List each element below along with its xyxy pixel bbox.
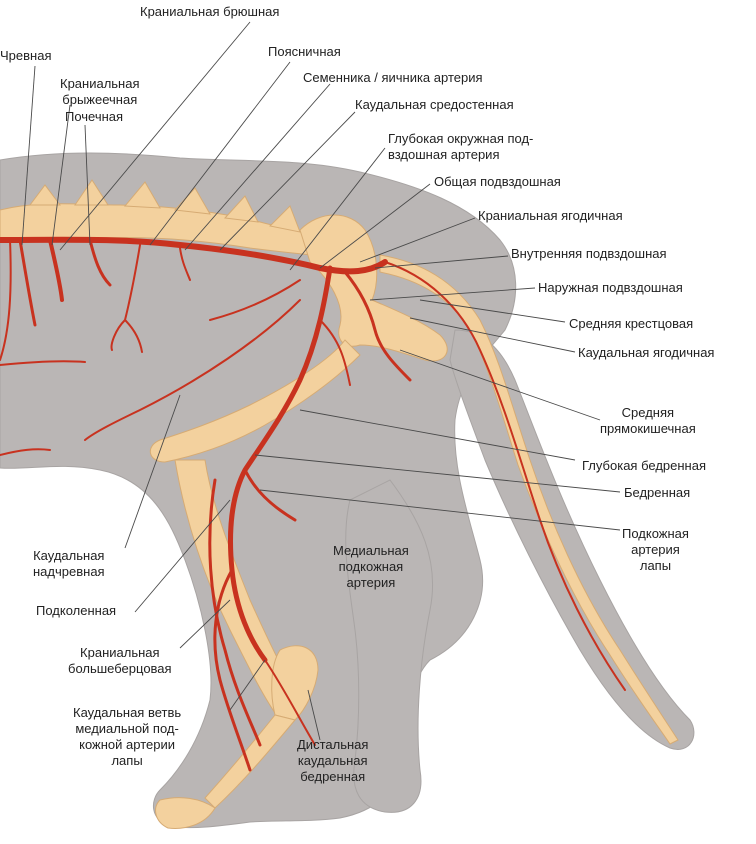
label-cranial-mesenteric-line2: брыжеечная: [62, 92, 138, 107]
label-cranial-tibial: Краниальная большеберцовая: [68, 645, 172, 677]
internal-iliac: [343, 270, 412, 382]
label-deep-circumflex-line2: вздошная артерия: [388, 147, 500, 162]
label-renal: Почечная: [65, 109, 124, 124]
deep-femoral: [319, 319, 351, 386]
label-distal-caudal-femoral-line3: бедренная: [300, 769, 366, 784]
aorta: [0, 236, 388, 275]
leader-lines: [21, 21, 621, 741]
label-saphenous: Подкожная артерия лапы: [622, 526, 689, 574]
median-sacral: [384, 261, 626, 691]
leader-deep-femoral: [299, 409, 576, 461]
label-common-iliac: Общая подвздошная: [434, 174, 561, 189]
label-distal-caudal-femoral-line1: Дистальная: [297, 737, 369, 752]
saphenous: [243, 468, 297, 522]
label-distal-caudal-femoral-line2: каудальная: [297, 753, 368, 768]
leader-testicular: [184, 83, 331, 251]
label-saphenous-line1: Подкожная: [622, 526, 689, 541]
renal-branch: [88, 238, 112, 287]
leader-cranial-abdominal: [59, 21, 251, 251]
leader-lumbar: [149, 61, 291, 246]
leader-internal-iliac: [374, 255, 509, 269]
label-cranial-tibial-line2: большеберцовая: [68, 661, 172, 676]
leader-caudal-mediastinal: [219, 111, 356, 251]
sacral-tail-bones: [379, 254, 679, 745]
label-popliteal: Подколенная: [36, 603, 117, 618]
cranial-mesenteric-branch: [48, 238, 64, 302]
label-deep-femoral: Глубокая бедренная: [582, 458, 706, 473]
vertebra-processes: [29, 179, 301, 233]
label-medial-saphenous-line2: подкожная: [338, 559, 404, 574]
leader-saphenous: [259, 489, 621, 531]
leader-caudal-gluteal: [409, 317, 576, 353]
leader-common-iliac: [319, 183, 431, 269]
celiac-branch: [18, 238, 37, 327]
leader-femoral: [254, 454, 621, 493]
label-lumbar: Поясничная: [268, 44, 341, 59]
distal-caudal-femoral: [264, 659, 316, 746]
leader-caudal-branch: [229, 659, 266, 711]
label-caudal-branch: Каудальная ветвь медиальной под- кожной …: [73, 705, 181, 769]
label-cranial-mesenteric-line1: Краниальная: [60, 76, 140, 91]
label-middle-rectal-line2: прямокишечная: [600, 421, 696, 436]
label-cranial-gluteal: Краниальная ягодичная: [478, 208, 623, 223]
label-caudal-epigastric-line2: надчревная: [33, 564, 105, 579]
torso-vessels: [0, 239, 86, 456]
label-distal-caudal-femoral: Дистальная каудальная бедренная: [297, 737, 368, 785]
label-saphenous-line3: лапы: [639, 558, 672, 573]
label-caudal-epigastric: Каудальная надчревная: [33, 548, 105, 580]
lumbar-branch: [110, 244, 143, 353]
leader-cranial-gluteal: [359, 217, 476, 263]
label-caudal-branch-line3: кожной артерии: [79, 737, 176, 752]
label-caudal-mediastinal: Каудальная средостенная: [355, 97, 514, 112]
leader-external-iliac: [369, 287, 536, 301]
right-hindleg: [345, 479, 434, 813]
label-caudal-gluteal: Каудальная ягодичная: [578, 345, 715, 360]
arteries: [0, 236, 626, 772]
skeleton: [0, 179, 679, 829]
label-caudal-branch-line1: Каудальная ветвь: [73, 705, 182, 720]
toes: [155, 797, 216, 829]
leader-caudal-epigastric: [124, 394, 181, 549]
label-middle-rectal: Средняя прямокишечная: [600, 405, 696, 437]
leader-deep-circumflex: [289, 147, 386, 271]
deep-circumflex-iliac: [209, 279, 301, 321]
label-caudal-branch-line2: медиальной под-: [75, 721, 179, 736]
leader-cranial-tibial: [179, 599, 231, 649]
popliteal: [213, 568, 252, 772]
leader-popliteal: [134, 499, 231, 613]
label-deep-circumflex-line1: Глубокая окружная под-: [388, 131, 534, 146]
cranial-tibial: [208, 478, 262, 747]
label-external-iliac: Наружная подвздошная: [538, 280, 683, 295]
leader-celiac: [21, 65, 36, 246]
label-cranial-mesenteric: Краниальная брыжеечная: [60, 76, 140, 108]
leader-middle-rectal: [399, 349, 601, 421]
label-middle-rectal-line1: Средняя: [621, 405, 675, 420]
leader-median-sacral: [419, 299, 566, 323]
label-cranial-abdominal: Краниальная брюшная: [140, 4, 280, 19]
label-testicular-ovarian: Семенника / яичника артерия: [303, 70, 483, 85]
leader-renal: [84, 124, 91, 246]
leader-distal-caudal-femoral: [307, 689, 321, 741]
testicular-branch: [179, 247, 191, 281]
caudal-epigastric: [84, 299, 301, 441]
label-cranial-tibial-line1: Краниальная: [80, 645, 160, 660]
label-medial-saphenous-line1: Медиальная: [333, 543, 409, 558]
label-femoral: Бедренная: [624, 485, 691, 500]
label-caudal-branch-line4: лапы: [111, 753, 143, 768]
femur: [150, 339, 361, 463]
tarsus: [271, 645, 319, 721]
label-caudal-epigastric-line1: Каудальная: [33, 548, 105, 563]
label-celiac: Чревная: [0, 48, 52, 63]
leader-cranial-mesenteric: [51, 104, 71, 246]
label-medial-saphenous: Медиальная подкожная артерия: [333, 543, 409, 591]
pelvis: [299, 214, 448, 362]
label-median-sacral: Средняя крестцовая: [569, 316, 694, 331]
label-internal-iliac: Внутренняя подвздошная: [511, 246, 667, 261]
label-deep-circumflex-iliac: Глубокая окружная под- вздошная артерия: [388, 131, 533, 163]
label-saphenous-line2: артерия: [631, 542, 680, 557]
label-medial-saphenous-line3: артерия: [346, 575, 396, 590]
